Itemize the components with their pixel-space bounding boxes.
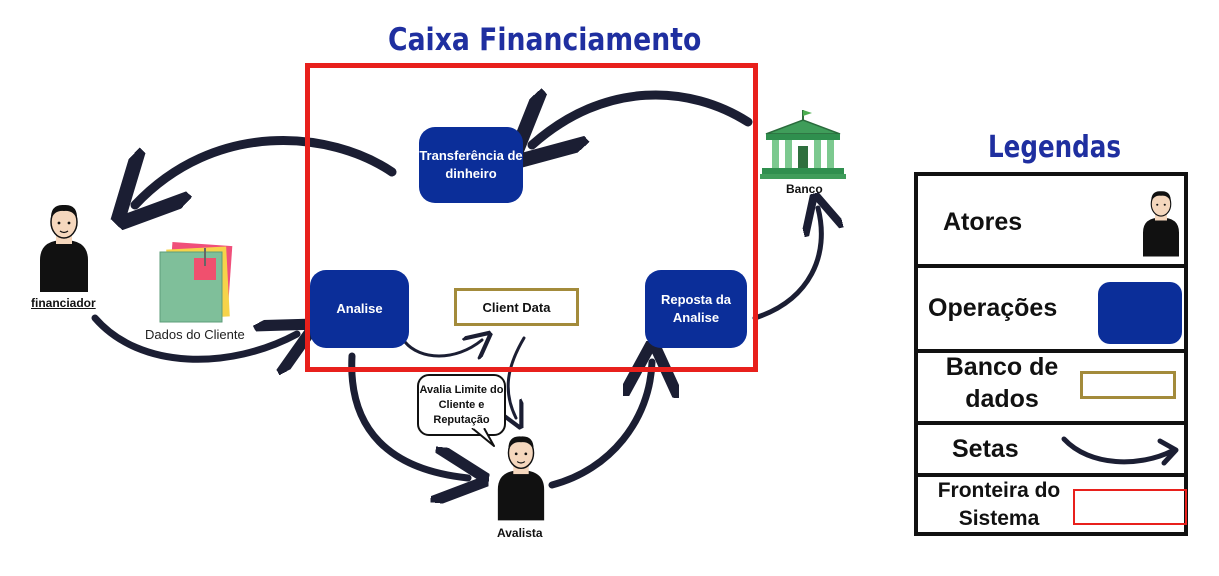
database-client-data-label: Client Data <box>482 299 551 315</box>
arrow-analise-to-avalista <box>348 352 468 478</box>
legend-title: Legendas <box>988 130 1122 165</box>
legend-arrow-icon <box>1061 436 1179 466</box>
person-icon-avalista <box>497 436 545 521</box>
speech-bubble-tail <box>471 428 495 447</box>
documents-icon <box>159 241 233 323</box>
arrow-clientdata-to-avalista <box>508 336 526 418</box>
legend-operation-swatch <box>1098 282 1182 344</box>
operation-resposta-label: Reposta da Analise <box>660 292 732 325</box>
operation-transferencia[interactable]: Transferência de dinheiro <box>419 127 523 203</box>
legend-operacoes-label: Operações <box>928 294 1058 322</box>
documents-label: Dados do Cliente <box>145 327 245 342</box>
diagram-title: Caixa Financiamento <box>388 22 702 58</box>
legend-row-banco-dados: Banco de dados <box>918 353 1184 425</box>
legend-atores-label: Atores <box>943 208 1023 236</box>
actor-financiador-label: financiador <box>31 296 96 310</box>
actor-avalista-label: Avalista <box>497 526 543 540</box>
arrow-banco-to-transfer <box>532 95 753 145</box>
legend-banco-dados-label: Banco de dados <box>945 353 1059 413</box>
speech-bubble-text: Avalia Limite do Cliente e Reputação <box>419 383 504 426</box>
system-boundary <box>305 63 758 372</box>
arrow-transfer-to-financiador <box>135 135 397 205</box>
legend-row-atores: Atores <box>918 176 1184 268</box>
operation-resposta[interactable]: Reposta da Analise <box>645 270 747 348</box>
actor-banco-label: Banco <box>786 182 823 196</box>
legend-person-icon <box>1143 191 1179 257</box>
legend-fronteira-label: Fronteira do Sistema <box>937 479 1061 530</box>
speech-bubble: Avalia Limite do Cliente e Reputação <box>417 374 506 436</box>
bank-icon <box>760 110 846 179</box>
arrow-financiador-to-analise <box>91 314 297 359</box>
arrow-resposta-to-banco <box>752 208 821 321</box>
operation-transferencia-label: Transferência de dinheiro <box>419 148 523 181</box>
arrow-analise-to-clientdata <box>403 340 482 356</box>
legend-row-operacoes: Operações <box>918 268 1184 353</box>
legend: Atores Operações Banco de dados Setas Fr… <box>914 172 1188 536</box>
database-client-data[interactable]: Client Data <box>454 288 579 326</box>
operation-analise[interactable]: Analise <box>310 270 409 348</box>
legend-database-swatch <box>1080 371 1176 399</box>
legend-boundary-swatch <box>1073 489 1187 525</box>
legend-row-setas: Setas <box>918 425 1184 477</box>
person-icon-financiador <box>40 204 88 292</box>
operation-analise-label: Analise <box>336 301 383 316</box>
legend-setas-label: Setas <box>952 435 1019 463</box>
arrow-avalista-to-resposta <box>548 362 652 489</box>
legend-row-fronteira: Fronteira do Sistema <box>918 477 1187 536</box>
